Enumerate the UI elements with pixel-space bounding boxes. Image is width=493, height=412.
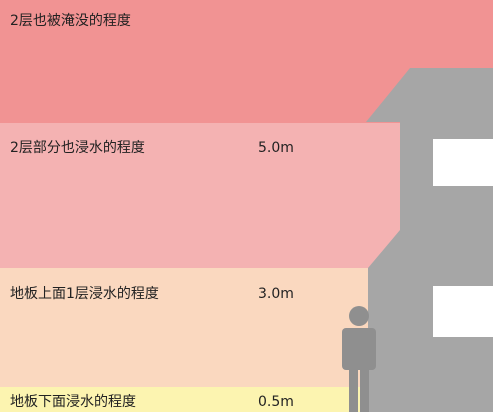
person-icon bbox=[342, 306, 376, 412]
upper-window bbox=[433, 139, 493, 186]
band-second-floor-submerged: 2层也被淹没的程度 bbox=[0, 0, 493, 123]
band-depth-below-floor: 0.5m bbox=[258, 394, 294, 410]
band-label-second-floor-partial: 2层部分也浸水的程度 bbox=[10, 140, 145, 156]
band-depth-second-floor-partial: 5.0m bbox=[258, 140, 294, 156]
band-label-above-floor: 地板上面1层浸水的程度 bbox=[10, 286, 159, 302]
band-label-second-floor-submerged: 2层也被淹没的程度 bbox=[10, 13, 131, 29]
lower-window bbox=[433, 286, 493, 337]
band-depth-above-floor: 3.0m bbox=[258, 286, 294, 302]
band-label-below-floor: 地板下面浸水的程度 bbox=[10, 394, 136, 410]
house-silhouette bbox=[366, 68, 493, 412]
